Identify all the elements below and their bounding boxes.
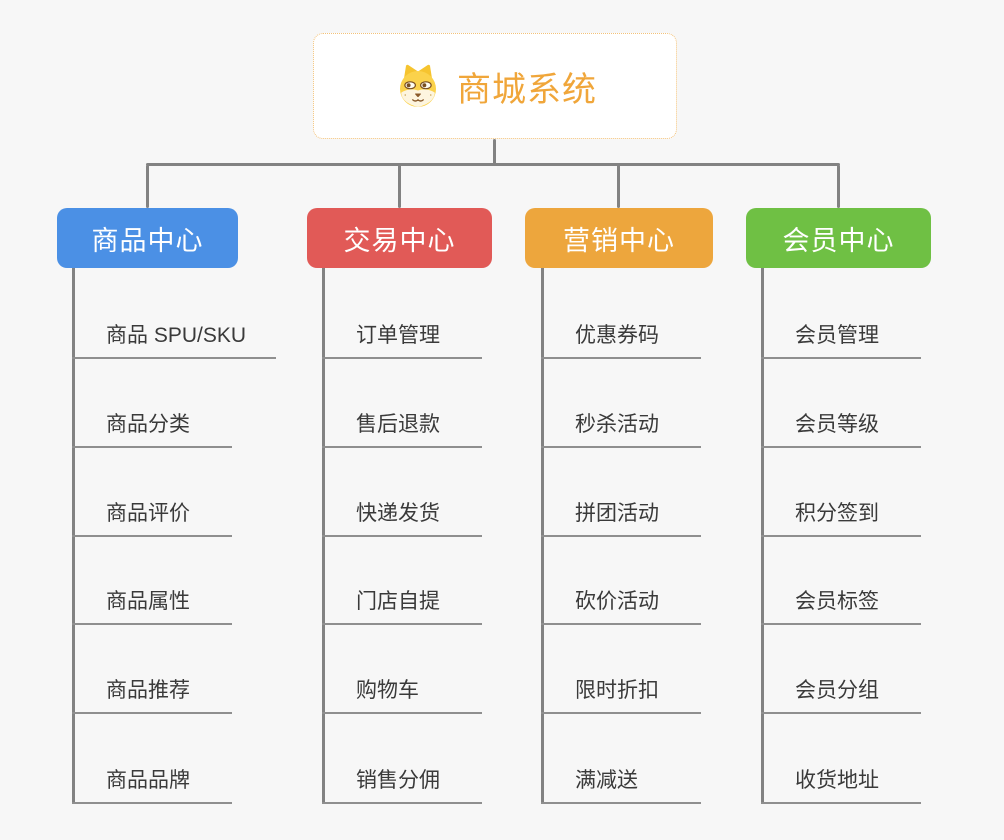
branch-node-trade-center[interactable]: 交易中心 [307, 208, 492, 268]
leaf-node[interactable]: 订单管理 [322, 322, 482, 359]
leaf-node[interactable]: 收货地址 [761, 767, 921, 804]
leaf-node[interactable]: 会员分组 [761, 677, 921, 714]
leaf-node[interactable]: 销售分佣 [322, 767, 482, 804]
drop-connector-line [398, 165, 401, 208]
root-title: 商城系统 [457, 70, 597, 109]
root-connector-line [493, 139, 496, 165]
leaf-node[interactable]: 会员管理 [761, 322, 921, 359]
leaf-node[interactable]: 拼团活动 [541, 500, 701, 537]
leaf-node[interactable]: 商品评价 [72, 500, 232, 537]
leaf-node[interactable]: 限时折扣 [541, 677, 701, 714]
root-node[interactable]: 商城系统 [313, 33, 677, 139]
leaf-node[interactable]: 满减送 [541, 767, 701, 804]
branch-node-marketing-center[interactable]: 营销中心 [525, 208, 713, 268]
drop-connector-line [837, 165, 840, 208]
leaf-node[interactable]: 会员标签 [761, 588, 921, 625]
leaf-node[interactable]: 门店自提 [322, 588, 482, 625]
leaf-node[interactable]: 会员等级 [761, 411, 921, 448]
drop-connector-line [617, 165, 620, 208]
leaf-node[interactable]: 商品分类 [72, 411, 232, 448]
leaf-node[interactable]: 购物车 [322, 677, 482, 714]
leaf-node[interactable]: 商品 SPU/SKU [72, 322, 277, 359]
branch-node-member-center[interactable]: 会员中心 [746, 208, 931, 268]
leaf-node[interactable]: 快递发货 [322, 500, 482, 537]
dog-face-icon [400, 64, 436, 107]
leaf-node[interactable]: 售后退款 [322, 411, 482, 448]
leaf-node[interactable]: 砍价活动 [541, 588, 701, 625]
leaf-node[interactable]: 商品品牌 [72, 767, 232, 804]
leaf-node[interactable]: 积分签到 [761, 500, 921, 537]
drop-connector-line [146, 165, 149, 208]
branch-node-product-center[interactable]: 商品中心 [57, 208, 238, 268]
leaf-node[interactable]: 商品属性 [72, 588, 232, 625]
bus-connector-line [146, 163, 840, 166]
leaf-node[interactable]: 秒杀活动 [541, 411, 701, 448]
leaf-node[interactable]: 商品推荐 [72, 677, 232, 714]
leaf-node[interactable]: 优惠券码 [541, 322, 701, 359]
